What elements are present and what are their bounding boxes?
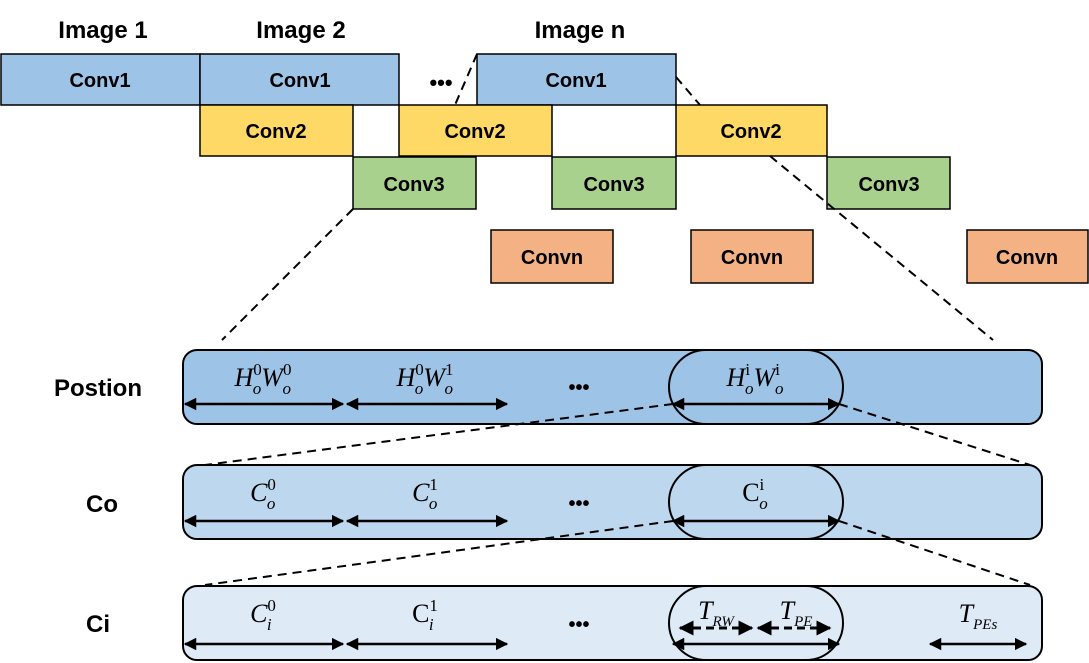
conv2-label: Conv2	[245, 121, 306, 143]
convn-block-2: Convn	[690, 229, 814, 284]
image-2-label: Image 2	[256, 17, 345, 44]
convn-label: Convn	[721, 247, 783, 269]
position-ellipsis: •••	[568, 377, 589, 399]
pipeline-ellipsis: •••	[429, 70, 452, 95]
conv1-label: Conv1	[269, 70, 330, 92]
conv1-block-imagen: Conv1	[476, 53, 677, 106]
conv2-block-n: Conv2	[675, 104, 828, 157]
row-label-ci: Ci	[86, 611, 110, 638]
row-label-position: Postion	[54, 375, 142, 402]
co-highlight-capsule	[668, 464, 844, 540]
zoom-lines-position-co	[204, 403, 1031, 466]
row-label-co: Co	[86, 491, 118, 518]
conv3-block-2: Conv3	[551, 156, 677, 210]
conv1-block-image1: Conv1	[0, 53, 201, 106]
image-1-label: Image 1	[58, 17, 147, 44]
ci-bar	[182, 585, 1043, 661]
conv1-label: Conv1	[69, 70, 130, 92]
co-ellipsis: •••	[568, 493, 589, 515]
convn-block-1: Convn	[490, 229, 614, 284]
svg-text:C0i: C0i	[250, 596, 276, 634]
conv3-block-1: Conv3	[352, 156, 477, 210]
zoom-lines-co-ci	[204, 520, 1031, 586]
conv1-block-image2: Conv1	[199, 53, 400, 106]
svg-text:C1o: C1o	[412, 475, 438, 513]
conv2-block-2: Conv2	[398, 104, 553, 157]
svg-text:Cio: Cio	[742, 475, 768, 513]
conv2-label: Conv2	[444, 121, 505, 143]
ci-ellipsis: •••	[568, 614, 589, 636]
conv1-label: Conv1	[545, 70, 606, 92]
conv2-block-1: Conv2	[199, 104, 354, 157]
convn-label: Convn	[521, 247, 583, 269]
svg-text:C0o: C0o	[250, 475, 276, 513]
convn-label: Convn	[996, 247, 1058, 269]
ci-tpes-label: TPEs	[959, 599, 998, 633]
conv3-label: Conv3	[858, 174, 919, 196]
zoom-lines-top	[221, 53, 994, 341]
position-bar	[182, 349, 1043, 425]
svg-text:TPEs: TPEs	[959, 599, 998, 633]
position-highlight-capsule	[668, 349, 844, 425]
ci-highlight-capsule	[668, 585, 844, 661]
conv3-label: Conv3	[383, 174, 444, 196]
svg-text:C1i: C1i	[412, 596, 438, 634]
co-bar	[182, 464, 1043, 540]
conv3-block-n: Conv3	[826, 156, 951, 210]
image-n-label: Image n	[535, 17, 626, 44]
conv3-label: Conv3	[583, 174, 644, 196]
conv2-label: Conv2	[720, 121, 781, 143]
convn-block-n: Convn	[966, 229, 1089, 284]
